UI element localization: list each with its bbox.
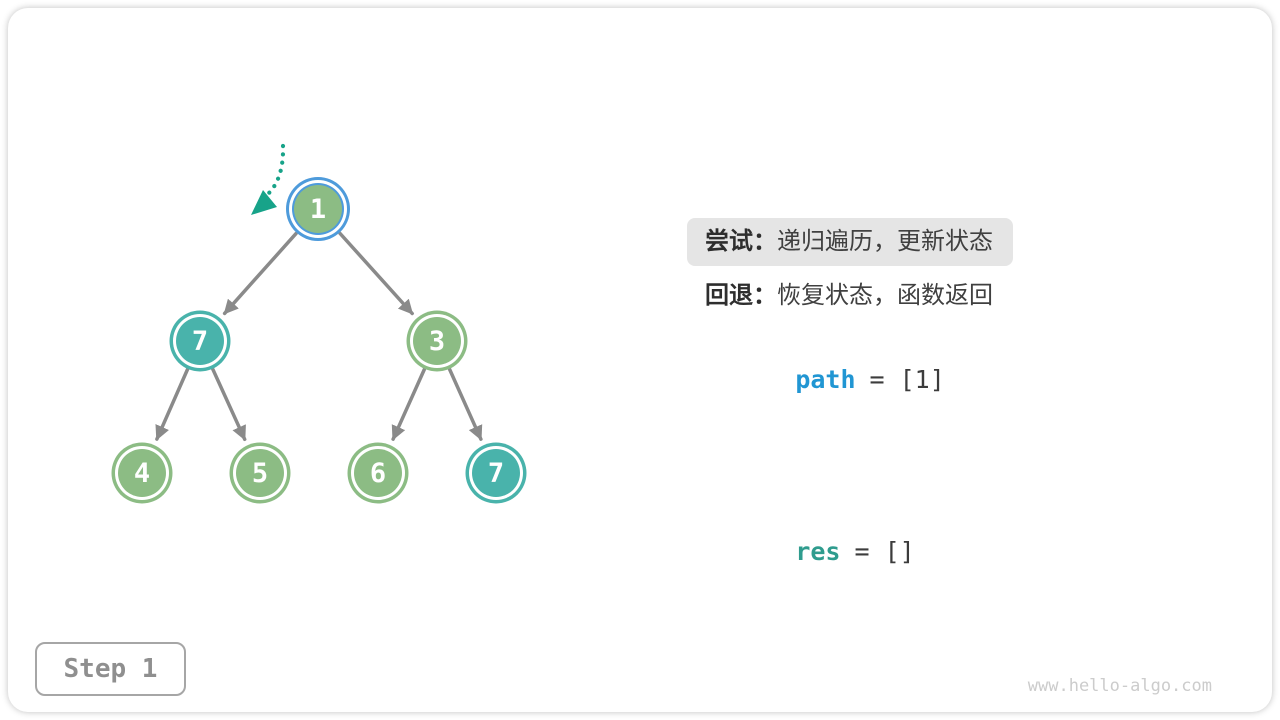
state-annotations: 尝试：递归遍历，更新状态 回退：恢复状态，函数返回 path = [1] res =… — [687, 218, 1065, 595]
path-state: path = [1] — [705, 336, 1065, 423]
path-value: = [1] — [869, 365, 945, 395]
tree-node-right: 3 — [413, 317, 461, 365]
res-variable: res — [795, 537, 841, 567]
backtrack-label: 回退： — [705, 281, 777, 309]
backtrack-text: 恢复状态，函数返回 — [777, 281, 993, 309]
tree-node-left: 7 — [176, 317, 224, 365]
tree-node-leaf-4: 7 — [472, 449, 520, 497]
figure-card — [8, 8, 1272, 712]
watermark: www.hello-algo.com — [1027, 676, 1212, 696]
res-state: res = [] — [705, 508, 1065, 595]
tree-node-leaf-1: 4 — [118, 449, 166, 497]
backtrack-annotation: 回退：恢复状态，函数返回 — [705, 282, 1065, 311]
try-label: 尝试： — [705, 228, 777, 255]
try-text: 递归遍历，更新状态 — [777, 228, 993, 255]
step-badge: Step 1 — [35, 642, 186, 696]
tree-node-leaf-3: 6 — [354, 449, 402, 497]
try-annotation: 尝试：递归遍历，更新状态 — [687, 218, 1013, 266]
path-variable: path — [795, 365, 856, 395]
tree-node-root: 1 — [294, 185, 342, 233]
res-value: = [] — [854, 537, 915, 567]
tree-node-leaf-2: 5 — [236, 449, 284, 497]
